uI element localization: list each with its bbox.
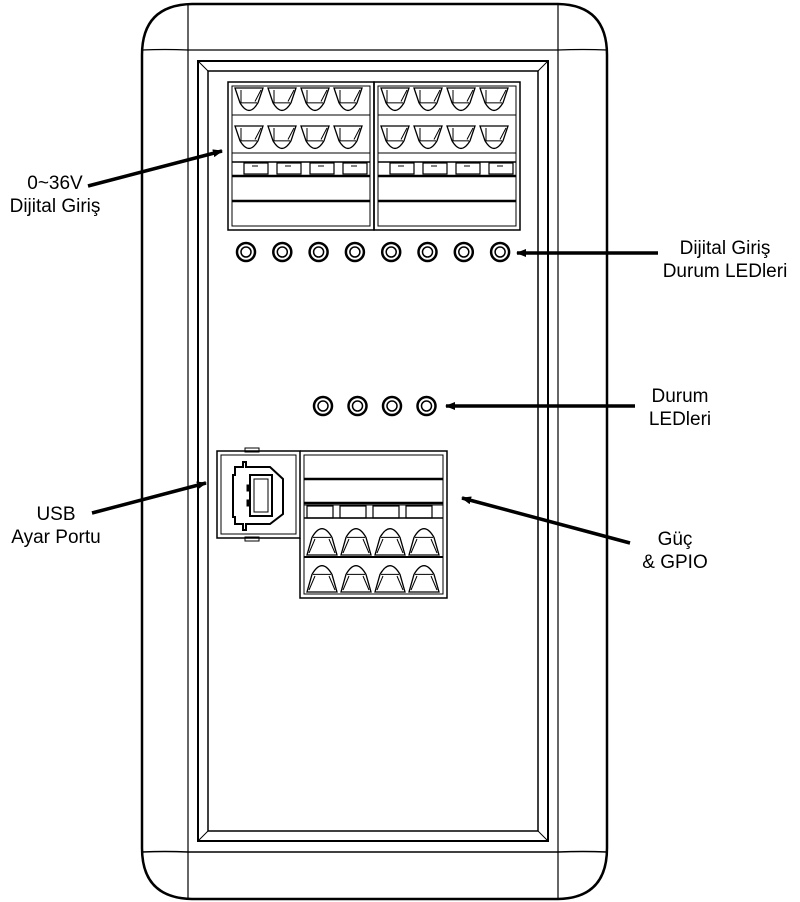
terminal-slot — [340, 528, 372, 556]
usb-b-connector-icon — [232, 461, 284, 531]
terminal-latch — [306, 505, 334, 519]
digital-input-leds — [235, 241, 511, 263]
device-enclosure — [140, 2, 609, 901]
terminal-slot — [267, 125, 297, 150]
terminal-slot — [333, 87, 363, 112]
terminal-slot — [374, 565, 406, 593]
led-indicator — [417, 241, 438, 263]
callout-digital-input-leds: Dijital Giriş Durum LEDleri — [650, 237, 800, 283]
callout-status-leds-line2: LEDleri — [648, 409, 712, 430]
terminal-slot — [267, 87, 297, 112]
terminal-slot — [300, 87, 330, 112]
callout-power-gpio-line2: & GPIO — [642, 552, 708, 573]
terminal-slot — [300, 125, 330, 150]
callout-power-gpio-line1: Güç — [657, 529, 693, 550]
led-indicator — [308, 241, 329, 263]
digital-input-terminal-block — [227, 81, 375, 231]
led-indicator — [347, 395, 368, 417]
terminal-slot — [408, 565, 440, 593]
enclosure-outline — [140, 2, 609, 901]
callout-digital-input-leds-line2: Durum LEDleri — [662, 261, 788, 282]
status-leds — [312, 395, 437, 417]
terminal-latch — [455, 162, 481, 175]
terminal-latch — [405, 505, 433, 519]
callout-digital-input-leds-line1: Dijital Giriş — [679, 238, 771, 259]
terminal-slot — [306, 565, 338, 593]
callout-usb-port-line1: USB — [36, 504, 76, 525]
terminal-latch — [243, 162, 269, 175]
callout-usb-port: USB Ayar Portu — [0, 503, 112, 549]
terminal-slot — [446, 87, 476, 112]
terminal-slot — [306, 528, 338, 556]
led-indicator — [344, 241, 366, 263]
terminal-slot — [374, 528, 406, 556]
led-indicator — [272, 241, 293, 263]
callout-status-leds-line1: Durum — [651, 386, 709, 407]
terminal-latch — [339, 505, 367, 519]
callout-digital-input-line1: 0~36V — [27, 173, 83, 194]
terminal-slot — [479, 87, 509, 112]
arrow-power-gpio — [461, 496, 631, 545]
callout-usb-port-line2: Ayar Portu — [11, 527, 101, 548]
terminal-slot — [234, 125, 264, 150]
terminal-slot — [380, 87, 410, 112]
terminal-slot — [333, 125, 363, 150]
arrow-digital-input — [87, 149, 223, 188]
callout-power-gpio: Güç & GPIO — [620, 528, 730, 574]
terminal-latch — [372, 505, 400, 519]
led-indicator — [489, 241, 511, 263]
terminal-slot — [340, 565, 372, 593]
terminal-slot — [479, 125, 509, 150]
terminal-slot — [234, 87, 264, 112]
terminal-latch — [276, 162, 302, 175]
terminal-slot — [380, 125, 410, 150]
led-indicator — [453, 241, 475, 263]
callout-arrows — [87, 149, 658, 545]
callout-status-leds: Durum LEDleri — [625, 385, 735, 431]
terminal-slot — [413, 125, 443, 150]
usb-port[interactable] — [216, 447, 301, 542]
callout-digital-input-line2: Dijital Giriş — [9, 196, 101, 217]
terminal-latch — [389, 162, 415, 175]
terminal-slot — [408, 528, 440, 556]
terminal-latch — [422, 162, 448, 175]
callout-digital-input: 0~36V Dijital Giriş — [0, 172, 110, 218]
led-indicator — [235, 241, 257, 263]
front-bezel — [197, 60, 549, 842]
digital-input-terminal-block — [373, 81, 521, 231]
terminal-latch — [342, 162, 368, 175]
digital-input-terminals — [227, 81, 521, 231]
led-indicator — [380, 241, 402, 263]
power-gpio-terminals — [299, 450, 448, 599]
terminal-latch — [309, 162, 335, 175]
terminal-slot — [446, 125, 476, 150]
arrow-usb-port — [91, 481, 207, 515]
led-indicator — [312, 395, 334, 417]
terminal-slot — [413, 87, 443, 112]
led-indicator — [416, 395, 437, 417]
led-indicator — [381, 395, 403, 417]
terminal-latch — [488, 162, 514, 175]
